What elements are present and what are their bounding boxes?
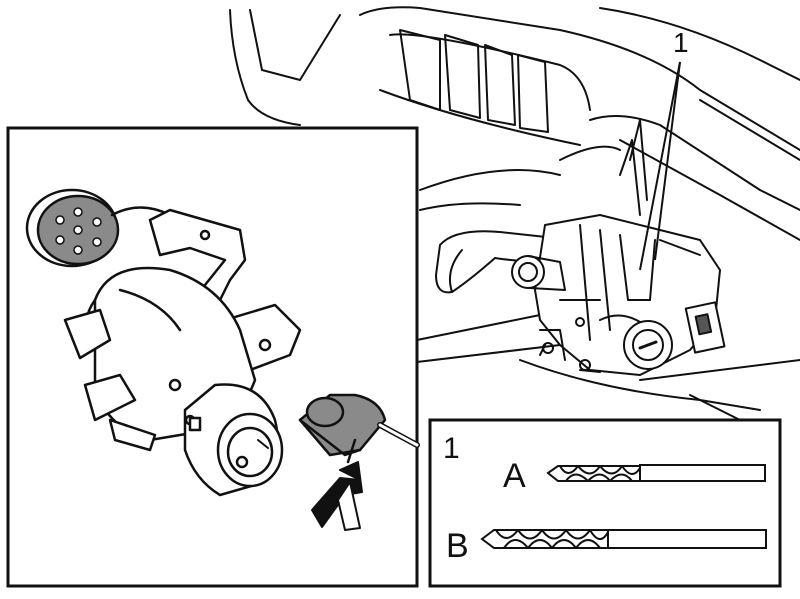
detail-pointer-lines (416, 314, 561, 363)
ignition-switch-exploded (25, 188, 420, 497)
main-callout-number: 1 (673, 27, 689, 58)
drill-bit-icon (546, 464, 766, 482)
callout-leaders (639, 61, 681, 271)
drill-b-label: B (446, 527, 469, 565)
detail-inset (6, 126, 420, 588)
drill-bit-icon (480, 529, 767, 549)
drill-bit-inset: 1 A B (428, 418, 782, 588)
drill-a-label: A (503, 457, 526, 495)
steering-column-assembly (435, 119, 726, 376)
up-arrow-icon (311, 461, 363, 531)
dashboard-background (229, 6, 800, 421)
inset-number: 1 (443, 432, 460, 465)
